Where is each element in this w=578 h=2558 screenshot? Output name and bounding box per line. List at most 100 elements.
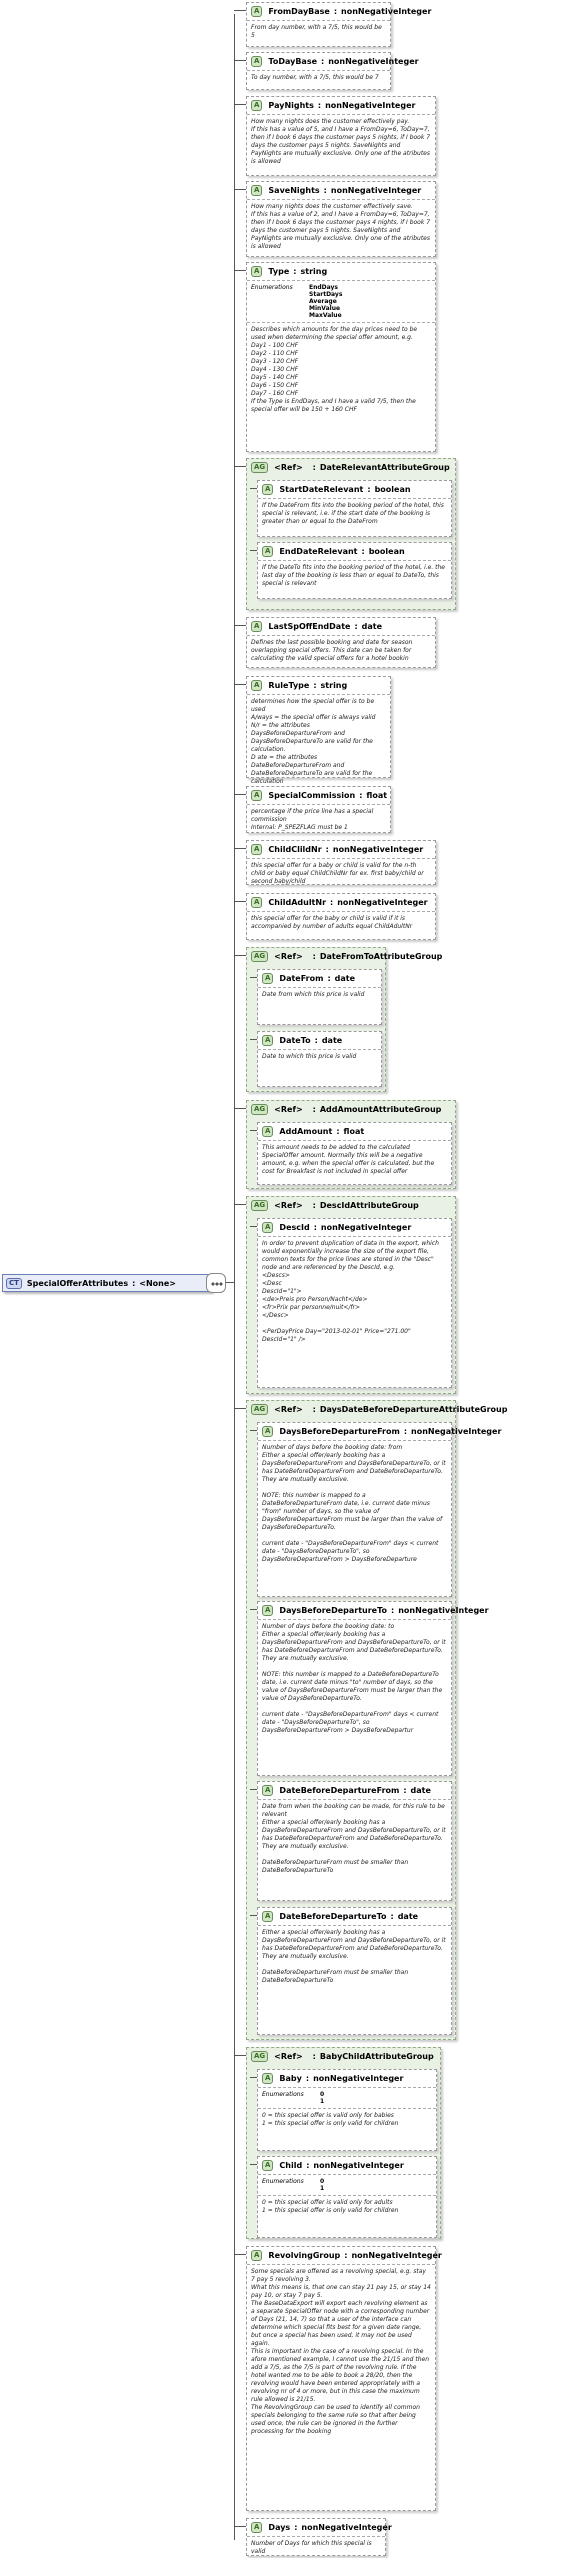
complex-type-badge: CT: [6, 1277, 22, 1289]
attribute-name: SaveNights: [268, 186, 320, 195]
attribute-name: FromDayBase: [268, 7, 330, 16]
attribute-name: AddAmount: [279, 1127, 333, 1136]
node-connector: [234, 104, 246, 105]
attribute-type: nonNegativeInteger: [330, 186, 422, 195]
documentation: determines how the special offer is to b…: [247, 694, 390, 789]
separator: :: [312, 463, 316, 472]
root-complex-type[interactable]: CT SpecialOfferAttributes : <None>: [2, 1274, 212, 1292]
ref-label: <Ref>: [274, 2052, 303, 2061]
documentation: In order to prevent duplication of data …: [258, 1236, 451, 1347]
attribute-name: DaysBeforeDepartureTo: [279, 1606, 387, 1615]
attribute-name: EndDateRelevant: [279, 547, 358, 556]
separator: :: [312, 1201, 316, 1210]
separator: :: [313, 681, 317, 690]
node-header: AG<Ref>:BabyChildAttributeGroup: [247, 2048, 440, 2065]
attribute-name: ChildClildNr: [268, 845, 322, 854]
node-connector: [234, 794, 246, 795]
documentation: Number of days before the booking date: …: [258, 1619, 451, 1738]
ref-label: <Ref>: [274, 1201, 303, 1210]
ref-label: <Ref>: [274, 463, 303, 472]
documentation: Date to which this price is valid: [258, 1049, 381, 1064]
attribute-group-badge: AG: [251, 2051, 269, 2062]
node-connector: [234, 466, 246, 467]
node-header: AG<Ref>:DateFromToAttributeGroup: [247, 948, 442, 965]
attribute-badge: A: [262, 1126, 274, 1137]
attribute-badge: A: [262, 2073, 274, 2084]
node-connector: [234, 848, 246, 849]
root-type: <None>: [139, 1278, 176, 1288]
group-name: DateRelevantAttributeGroup: [319, 463, 450, 472]
attribute-type: nonNegativeInteger: [337, 898, 428, 907]
attribute-badge: A: [262, 484, 274, 495]
attribute-badge: A: [262, 1426, 274, 1437]
group-name: DaysDateBeforeDepartureAttributeGroup: [319, 1405, 508, 1414]
separator: :: [361, 547, 365, 556]
attribute-type: nonNegativeInteger: [325, 101, 416, 110]
child-connector: [250, 1609, 257, 1610]
documentation: From day number, with a 7/5, this would …: [247, 20, 390, 43]
attribute-badge: A: [262, 1222, 274, 1233]
attribute-badge: A: [251, 266, 263, 277]
attribute-group[interactable]: AG<Ref>:DaysDateBeforeDepartureAttribute…: [246, 1400, 507, 2040]
documentation: If the DateTo fits into the booking peri…: [258, 560, 451, 591]
node-connector: [234, 60, 246, 61]
enumeration-value: MinValue: [309, 305, 341, 312]
attribute-badge: A: [251, 185, 263, 196]
group-name: DateFromToAttributeGroup: [319, 952, 443, 961]
attribute-badge: A: [251, 100, 263, 111]
documentation: Defines the last possible booking and da…: [247, 635, 435, 666]
enumeration-value: MaxValue: [309, 312, 342, 319]
attribute-type: nonNegativeInteger: [301, 2523, 392, 2532]
documentation: this special offer for a baby or child i…: [247, 858, 435, 889]
attribute-name: LastSpOffEndDate: [268, 622, 351, 631]
attribute-name: Days: [268, 2523, 291, 2532]
enumeration-value: Average: [309, 298, 337, 305]
documentation: Some specials are offered as a revolving…: [247, 2264, 435, 2439]
node-connector: [234, 2254, 246, 2255]
attribute-group-badge: AG: [251, 462, 269, 473]
attribute-badge: A: [251, 680, 263, 691]
documentation: Describes which amounts for the day pric…: [247, 322, 435, 417]
separator: :: [312, 2052, 316, 2061]
